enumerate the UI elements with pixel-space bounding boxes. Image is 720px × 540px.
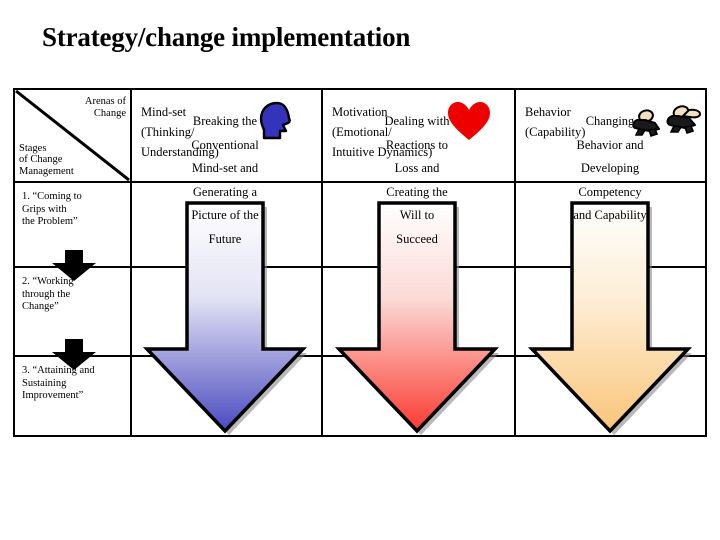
matrix-corner-cell: Arenas of Change Stages of Change Manage… — [15, 90, 130, 181]
red-heart-icon — [446, 100, 492, 147]
blue-head-profile-icon — [255, 100, 297, 147]
column-divider-3 — [514, 90, 516, 435]
column-header-label: Motivation (Emotional/ Intuitive Dynamic… — [332, 105, 433, 159]
stage-row-divider-1 — [15, 266, 705, 268]
process-arrow-behavior — [525, 197, 695, 437]
row-axis-label: Stages of Change Management — [19, 142, 74, 177]
stage-cell-3: 3. “Attaining and Sustaining Improvement… — [15, 355, 130, 437]
strategy-change-matrix: Arenas of Change Stages of Change Manage… — [13, 88, 707, 437]
stage-label: 1. “Coming to Grips with the Problem” — [22, 191, 82, 227]
column-header-behavior: Behavior (Capability) — [514, 90, 707, 181]
stage-label: 2. “Working through the Change” — [22, 276, 74, 312]
diagonal-split-line-icon — [15, 90, 130, 181]
column-header-motivation: Motivation (Emotional/ Intuitive Dynamic… — [321, 90, 514, 181]
process-arrow-motivation — [332, 197, 502, 437]
stage-cell-2: 2. “Working through the Change” — [15, 266, 130, 355]
down-arrow-icon — [51, 339, 97, 371]
process-arrow-mindset — [140, 197, 310, 437]
column-divider-2 — [321, 90, 323, 435]
header-row-divider — [15, 181, 705, 183]
page-title: Strategy/change implementation — [42, 22, 411, 52]
column-divider-1 — [130, 90, 132, 435]
down-arrow-icon — [51, 250, 97, 282]
column-header-label: Mind-set (Thinking/ Understanding) — [141, 105, 219, 159]
stage-label: 3. “Attaining and Sustaining Improvement… — [22, 365, 95, 401]
running-figures-icon — [629, 102, 703, 147]
column-axis-label: Arenas of Change — [84, 96, 126, 119]
column-header-label: Behavior (Capability) — [525, 105, 586, 139]
stage-cell-1: 1. “Coming to Grips with the Problem” — [15, 181, 130, 266]
column-header-mindset: Mind-set (Thinking/ Understanding) — [130, 90, 321, 181]
